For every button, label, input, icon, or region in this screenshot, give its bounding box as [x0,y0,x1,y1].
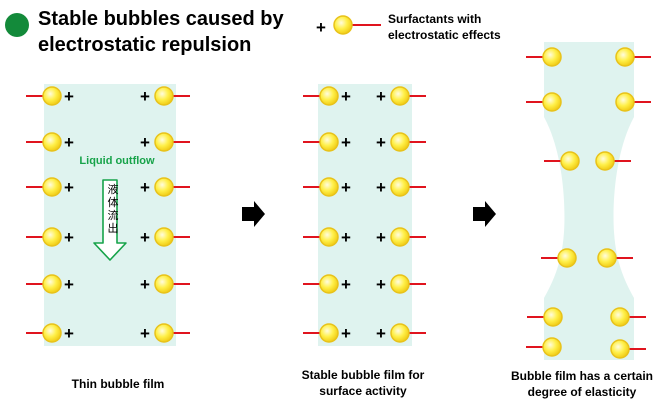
legend-plus-sign: + [316,18,326,37]
legend-label: Surfactants with electrostatic effects [388,12,501,42]
surfactant-molecule-icon: + [376,274,426,294]
right-arrow-icon [242,201,265,227]
surfactant-molecule-icon [595,151,631,171]
chinese-char: 出 [107,223,119,235]
down-arrow-icon [93,179,127,261]
positive-charge-sign: + [341,275,351,294]
surfactant-molecule-icon: + [140,227,190,247]
positive-charge-sign: + [140,178,150,197]
surfactant-molecule-icon: + [303,132,351,152]
positive-charge-sign: + [140,324,150,343]
surfactant-molecule-icon [526,47,562,67]
positive-charge-sign: + [341,324,351,343]
surfactant-molecule-icon: + [26,227,74,247]
positive-charge-sign: + [64,133,74,152]
positive-charge-sign: + [64,178,74,197]
legend-surfactant-icon [333,15,381,35]
positive-charge-sign: + [376,228,386,247]
positive-charge-sign: + [376,178,386,197]
title-bullet-icon [5,13,29,37]
surfactant-molecule-icon: + [26,86,74,106]
surfactant-molecule-icon [597,248,633,268]
surfactant-molecule-icon: + [140,86,190,106]
surfactant-molecule-icon [541,248,577,268]
surfactant-molecule-icon: + [26,274,74,294]
surfactant-molecule-icon: + [303,323,351,343]
surfactant-molecule-icon: + [303,274,351,294]
positive-charge-sign: + [341,87,351,106]
surfactant-molecule-icon [527,307,563,327]
surfactant-molecule-icon: + [140,323,190,343]
panel-caption-stable-film: Stable bubble film for surface activity [301,368,425,398]
positive-charge-sign: + [64,228,74,247]
surfactant-molecule-icon: + [140,132,190,152]
elastic-bubble-film [544,42,634,360]
surfactant-molecule-icon [544,151,580,171]
positive-charge-sign: + [341,228,351,247]
positive-charge-sign: + [140,87,150,106]
surfactant-molecule-icon [615,92,651,112]
liquid-outflow-chinese: 液 体 流 出 [106,184,120,236]
surfactant-molecule-icon [610,339,646,359]
positive-charge-sign: + [64,275,74,294]
surfactant-molecule-icon: + [140,177,190,197]
positive-charge-sign: + [376,87,386,106]
positive-charge-sign: + [376,133,386,152]
surfactant-molecule-icon: + [376,86,426,106]
positive-charge-sign: + [376,324,386,343]
surfactant-molecule-icon: + [376,227,426,247]
panel-caption-thin-film: Thin bubble film [71,377,165,391]
surfactant-molecule-icon: + [26,323,74,343]
panel-caption-elastic-film: Bubble film has a certain degree of elas… [510,369,654,399]
surfactant-molecule-icon [610,307,646,327]
surfactant-molecule-icon: + [303,177,351,197]
surfactant-molecule-icon: + [376,323,426,343]
surfactant-molecule-icon: + [26,132,74,152]
surfactant-molecule-icon [526,337,562,357]
positive-charge-sign: + [64,324,74,343]
stable-bubble-film [318,84,412,346]
right-arrow-icon [473,201,496,227]
surfactant-molecule-icon: + [376,132,426,152]
positive-charge-sign: + [376,275,386,294]
surfactant-molecule-icon [526,92,562,112]
chinese-char: 液 [107,184,119,196]
positive-charge-sign: + [341,133,351,152]
surfactant-molecule-icon: + [140,274,190,294]
positive-charge-sign: + [140,275,150,294]
surfactant-molecules: + + + + + + + + + + + + + + + + + + + + + + + + [26,47,651,359]
positive-charge-sign: + [140,133,150,152]
chinese-char: 体 [107,197,119,209]
chinese-char: 流 [107,210,119,222]
surfactant-molecule-icon: + [26,177,74,197]
diagram-title: Stable bubbles caused by electrostatic r… [38,8,284,56]
surfactant-molecule-icon: + [376,177,426,197]
positive-charge-sign: + [140,228,150,247]
positive-charge-sign: + [64,87,74,106]
surfactant-molecule-icon [615,47,651,67]
surfactant-molecule-icon: + [303,227,351,247]
positive-charge-sign: + [341,178,351,197]
liquid-outflow-label: Liquid outflow [79,155,155,167]
surfactant-molecule-icon: + [303,86,351,106]
